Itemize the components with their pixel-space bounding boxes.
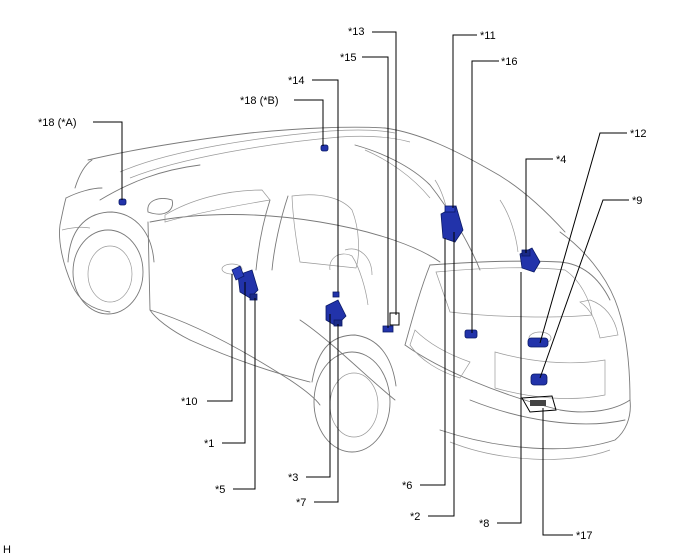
figure-code: H xyxy=(3,544,11,556)
callout-8: *8 xyxy=(479,518,489,530)
callout-13: *13 xyxy=(348,26,365,38)
callout-2: *2 xyxy=(410,511,420,523)
leader-11 xyxy=(452,34,477,208)
callout-14: *14 xyxy=(288,75,305,87)
callout-5: *5 xyxy=(215,484,225,496)
part-17-inner xyxy=(530,400,546,406)
callout-4: *4 xyxy=(556,154,566,166)
leader-16 xyxy=(471,60,499,333)
part-center-bracket xyxy=(389,312,400,326)
part-pillar-top xyxy=(444,205,456,213)
callout-18b: *18 (*B) xyxy=(240,95,279,107)
callout-11: *11 xyxy=(480,30,496,42)
callout-3: *3 xyxy=(288,472,298,484)
callout-7: *7 xyxy=(296,497,306,509)
part-18b xyxy=(320,144,329,152)
leader-lines xyxy=(93,31,629,536)
leader-8 xyxy=(497,272,522,524)
leader-6 xyxy=(420,238,446,486)
leader-9 xyxy=(539,199,629,379)
leader-1 xyxy=(222,282,246,444)
parts xyxy=(118,144,557,413)
part-door-top-rear xyxy=(332,291,340,298)
part-16 xyxy=(464,329,478,339)
leader-12 xyxy=(539,132,627,344)
callout-10: *10 xyxy=(181,396,198,408)
leader-3 xyxy=(306,314,331,478)
leader-18b xyxy=(294,99,324,146)
callout-12: *12 xyxy=(630,128,647,140)
part-door-connector-front xyxy=(231,265,245,281)
leader-15 xyxy=(362,56,389,328)
car-outline xyxy=(59,126,631,460)
callout-16: *16 xyxy=(501,56,518,68)
callout-labels: *18 (*A) *18 (*B) *14 *15 *13 *11 *16 *4… xyxy=(3,26,647,556)
leader-5 xyxy=(233,298,256,490)
leader-18a xyxy=(93,121,123,200)
leader-2 xyxy=(428,232,455,517)
callout-18a: *18 (*A) xyxy=(38,117,77,129)
leader-17 xyxy=(542,408,573,536)
callout-15: *15 xyxy=(340,52,357,64)
callout-1: *1 xyxy=(204,438,214,450)
part-17 xyxy=(521,395,557,413)
part-12 xyxy=(527,337,549,348)
leader-14 xyxy=(312,79,339,292)
leader-13 xyxy=(372,31,397,315)
callout-17: *17 xyxy=(576,530,593,542)
callout-6: *6 xyxy=(402,480,412,492)
leader-7 xyxy=(314,324,339,503)
leader-4 xyxy=(525,158,553,253)
part-9 xyxy=(530,373,548,386)
leader-10 xyxy=(207,274,233,402)
part-door-small-front xyxy=(249,293,258,301)
callout-9: *9 xyxy=(632,195,642,207)
